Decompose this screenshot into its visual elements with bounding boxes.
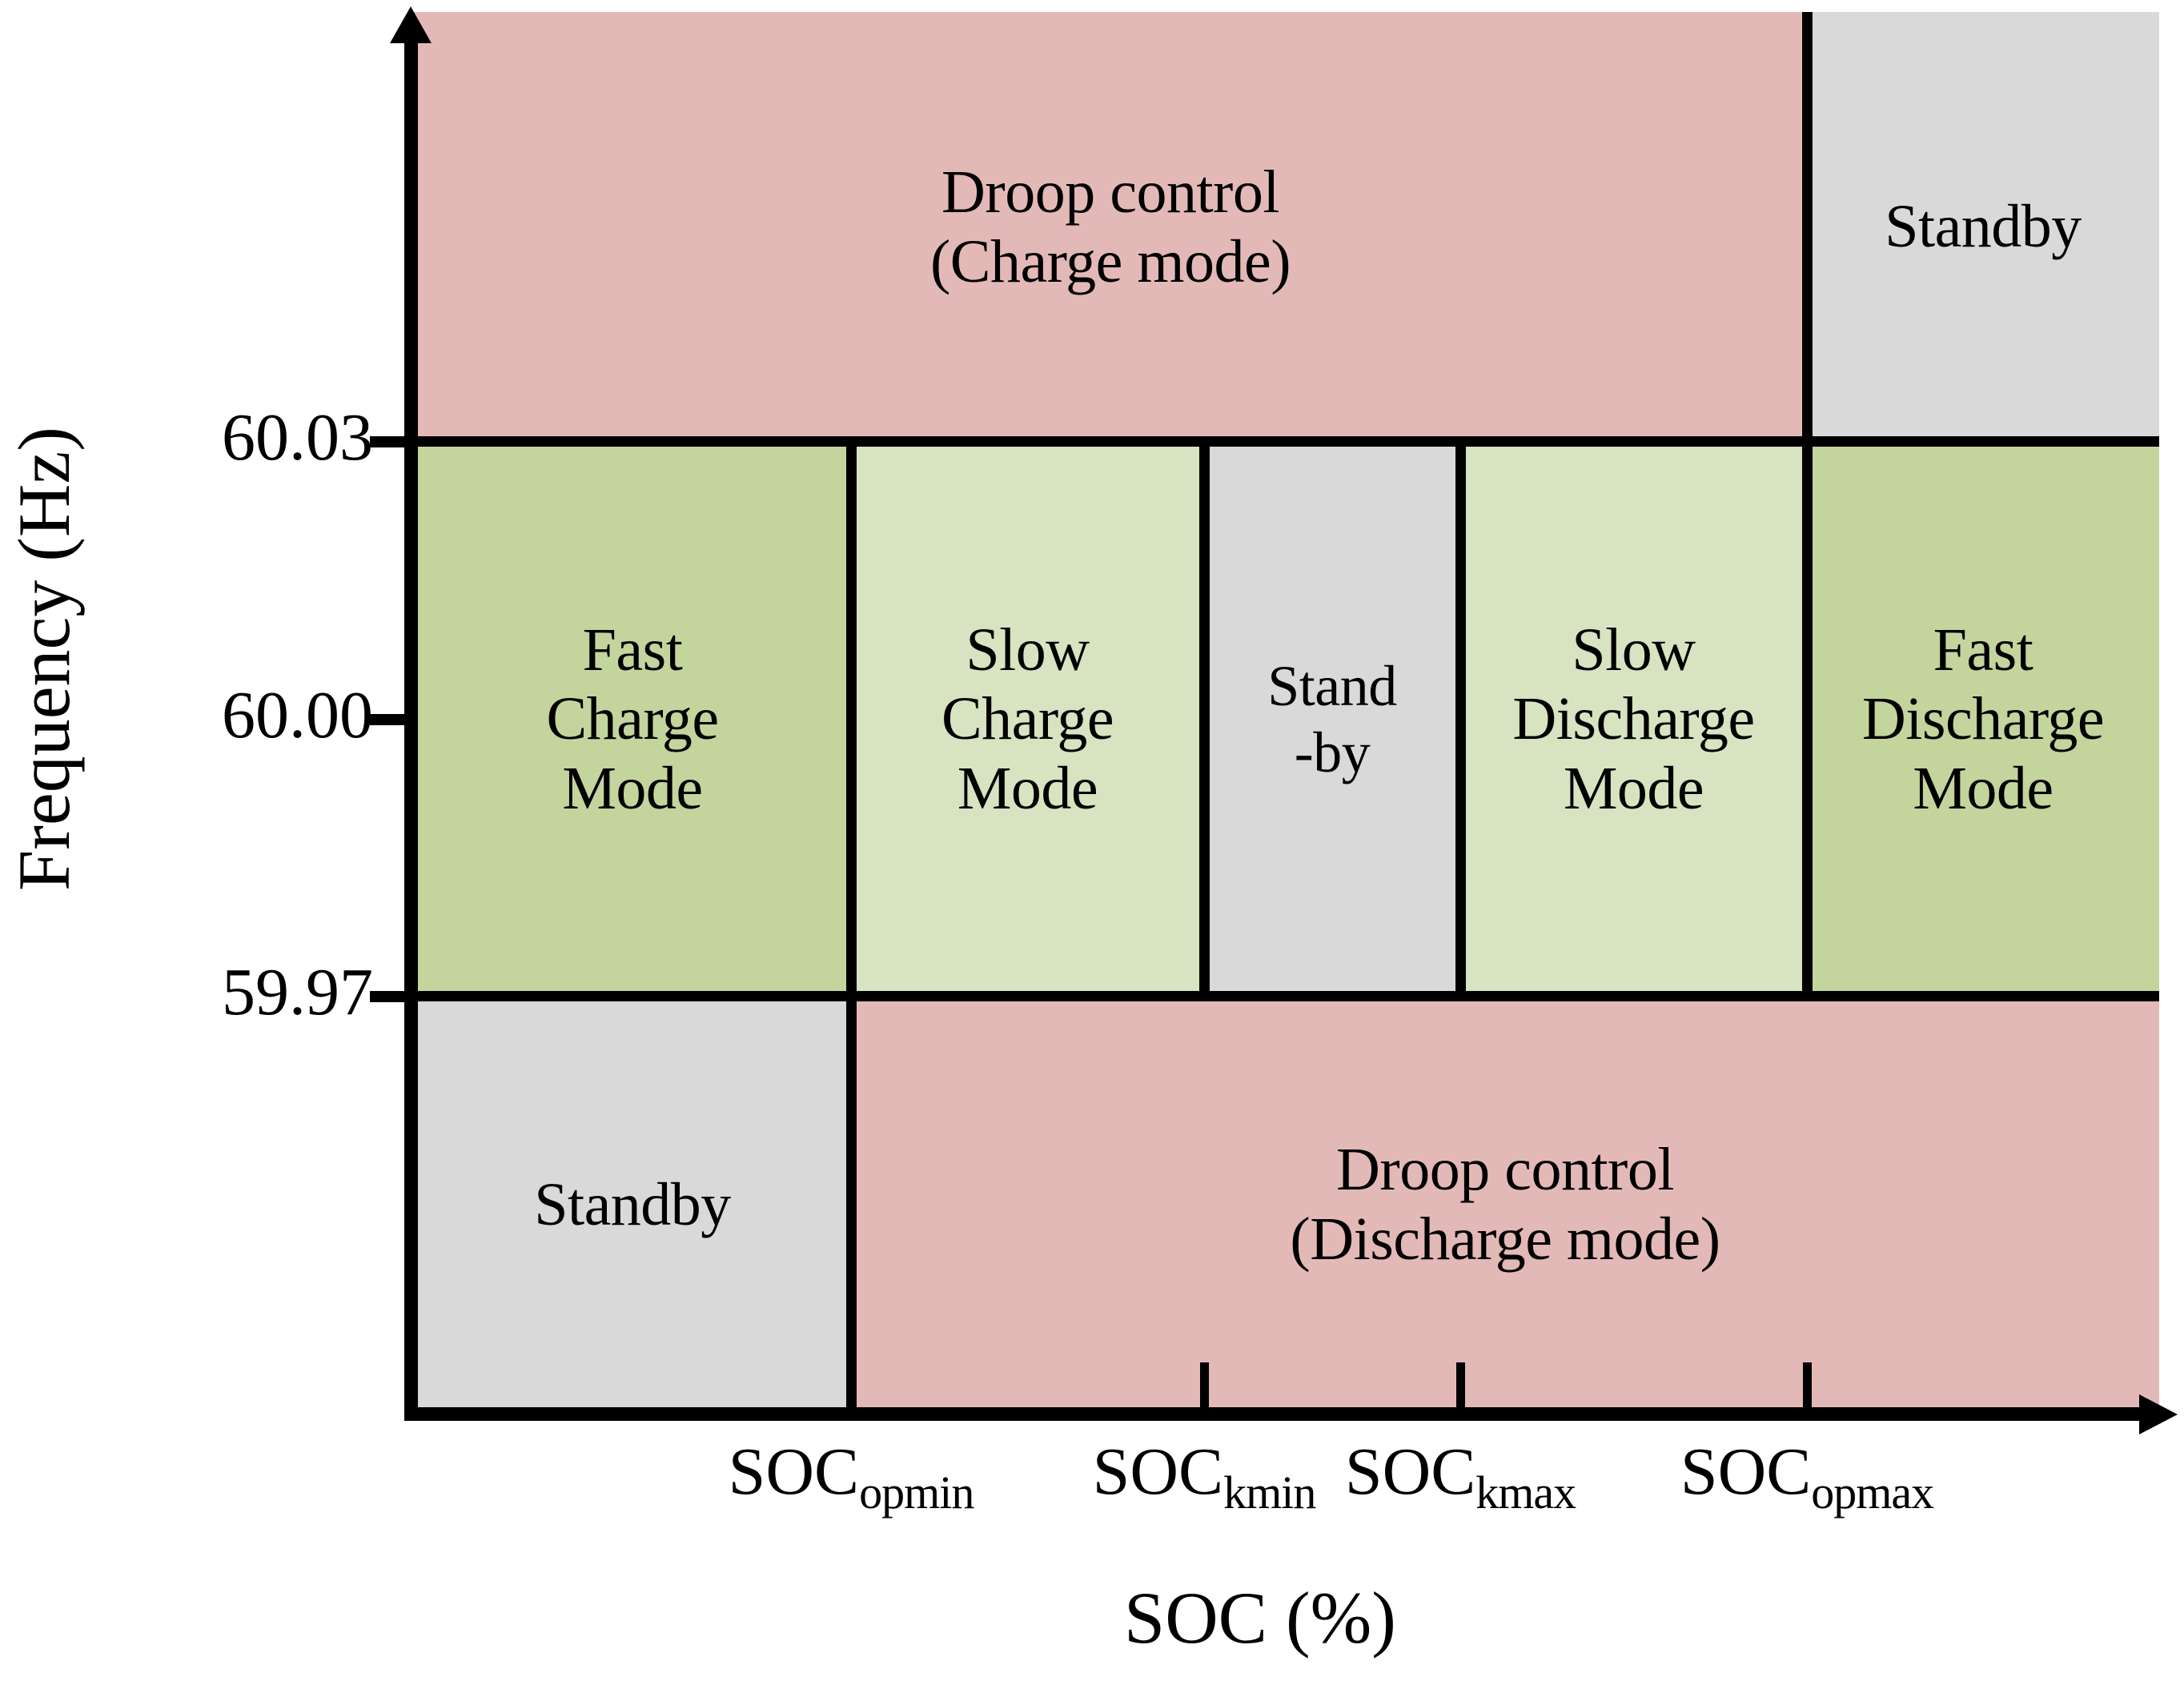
y-tick-60-00: [370, 714, 416, 725]
y-tick-59-97: [370, 991, 416, 1002]
x-axis-title-text: SOC (%): [1124, 1577, 1396, 1659]
y-tick-label-60-00: 60.00: [222, 678, 373, 752]
threshold-line-60-03: [414, 436, 2159, 447]
x-tick-label-soc-opmin-sub: opmin: [859, 1466, 974, 1519]
divider-soc-kmax: [1455, 436, 1466, 997]
x-tick-label-soc-opmax-base: SOC: [1680, 1434, 1812, 1509]
plot-area: Droop control (Charge mode) Standby Fast…: [414, 12, 2159, 1419]
region-slow-charge-mode: Slow Charge Mode: [851, 442, 1204, 997]
region-fast-discharge-mode: Fast Discharge Mode: [1807, 442, 2159, 997]
region-slow-discharge-mode: Slow Discharge Mode: [1460, 442, 1807, 997]
y-tick-label-60-03: 60.03: [222, 400, 373, 475]
x-tick-label-soc-opmin: SOCopmin: [728, 1433, 975, 1519]
x-axis-line: [404, 1407, 2146, 1421]
y-axis-arrow-icon: [390, 6, 432, 43]
x-axis-title: SOC (%): [0, 1575, 2184, 1660]
x-tick-label-soc-kmax: SOCkmax: [1344, 1433, 1576, 1519]
y-tick-label-59-97: 59.97: [222, 955, 373, 1029]
x-tick-label-soc-kmax-sub: kmax: [1475, 1466, 1576, 1519]
x-tick-soc-kmax: [1456, 1362, 1465, 1412]
x-tick-label-soc-opmin-base: SOC: [728, 1434, 860, 1509]
x-tick-soc-opmax: [1803, 1362, 1812, 1412]
region-fast-charge-mode: Fast Charge Mode: [414, 442, 851, 997]
x-tick-label-soc-kmin-base: SOC: [1092, 1434, 1224, 1509]
region-droop-control-charge-mode: Droop control (Charge mode): [414, 12, 1807, 442]
divider-soc-kmin: [1199, 436, 1210, 997]
region-droop-control-discharge-mode: Droop control (Discharge mode): [851, 997, 2159, 1413]
x-tick-label-soc-opmax: SOCopmax: [1680, 1433, 1934, 1519]
y-tick-60-03: [370, 436, 416, 447]
region-standby-middle: Stand -by: [1204, 442, 1460, 997]
y-axis-title: Frequency (Hz): [3, 427, 85, 891]
region-standby-bottom-left: Standby: [414, 997, 851, 1413]
x-tick-soc-kmin: [1200, 1362, 1209, 1412]
region-standby-top-right: Standby: [1807, 12, 2159, 442]
x-axis-arrow-icon: [2139, 1394, 2178, 1434]
threshold-line-59-97: [414, 991, 2159, 1001]
divider-soc-opmin: [846, 436, 857, 1419]
x-tick-label-soc-kmax-base: SOC: [1344, 1434, 1476, 1509]
divider-soc-opmax: [1802, 12, 1813, 997]
x-tick-label-soc-kmin-sub: kmin: [1223, 1466, 1316, 1519]
x-tick-label-soc-kmin: SOCkmin: [1092, 1433, 1317, 1519]
x-tick-label-soc-opmax-sub: opmax: [1811, 1466, 1934, 1519]
